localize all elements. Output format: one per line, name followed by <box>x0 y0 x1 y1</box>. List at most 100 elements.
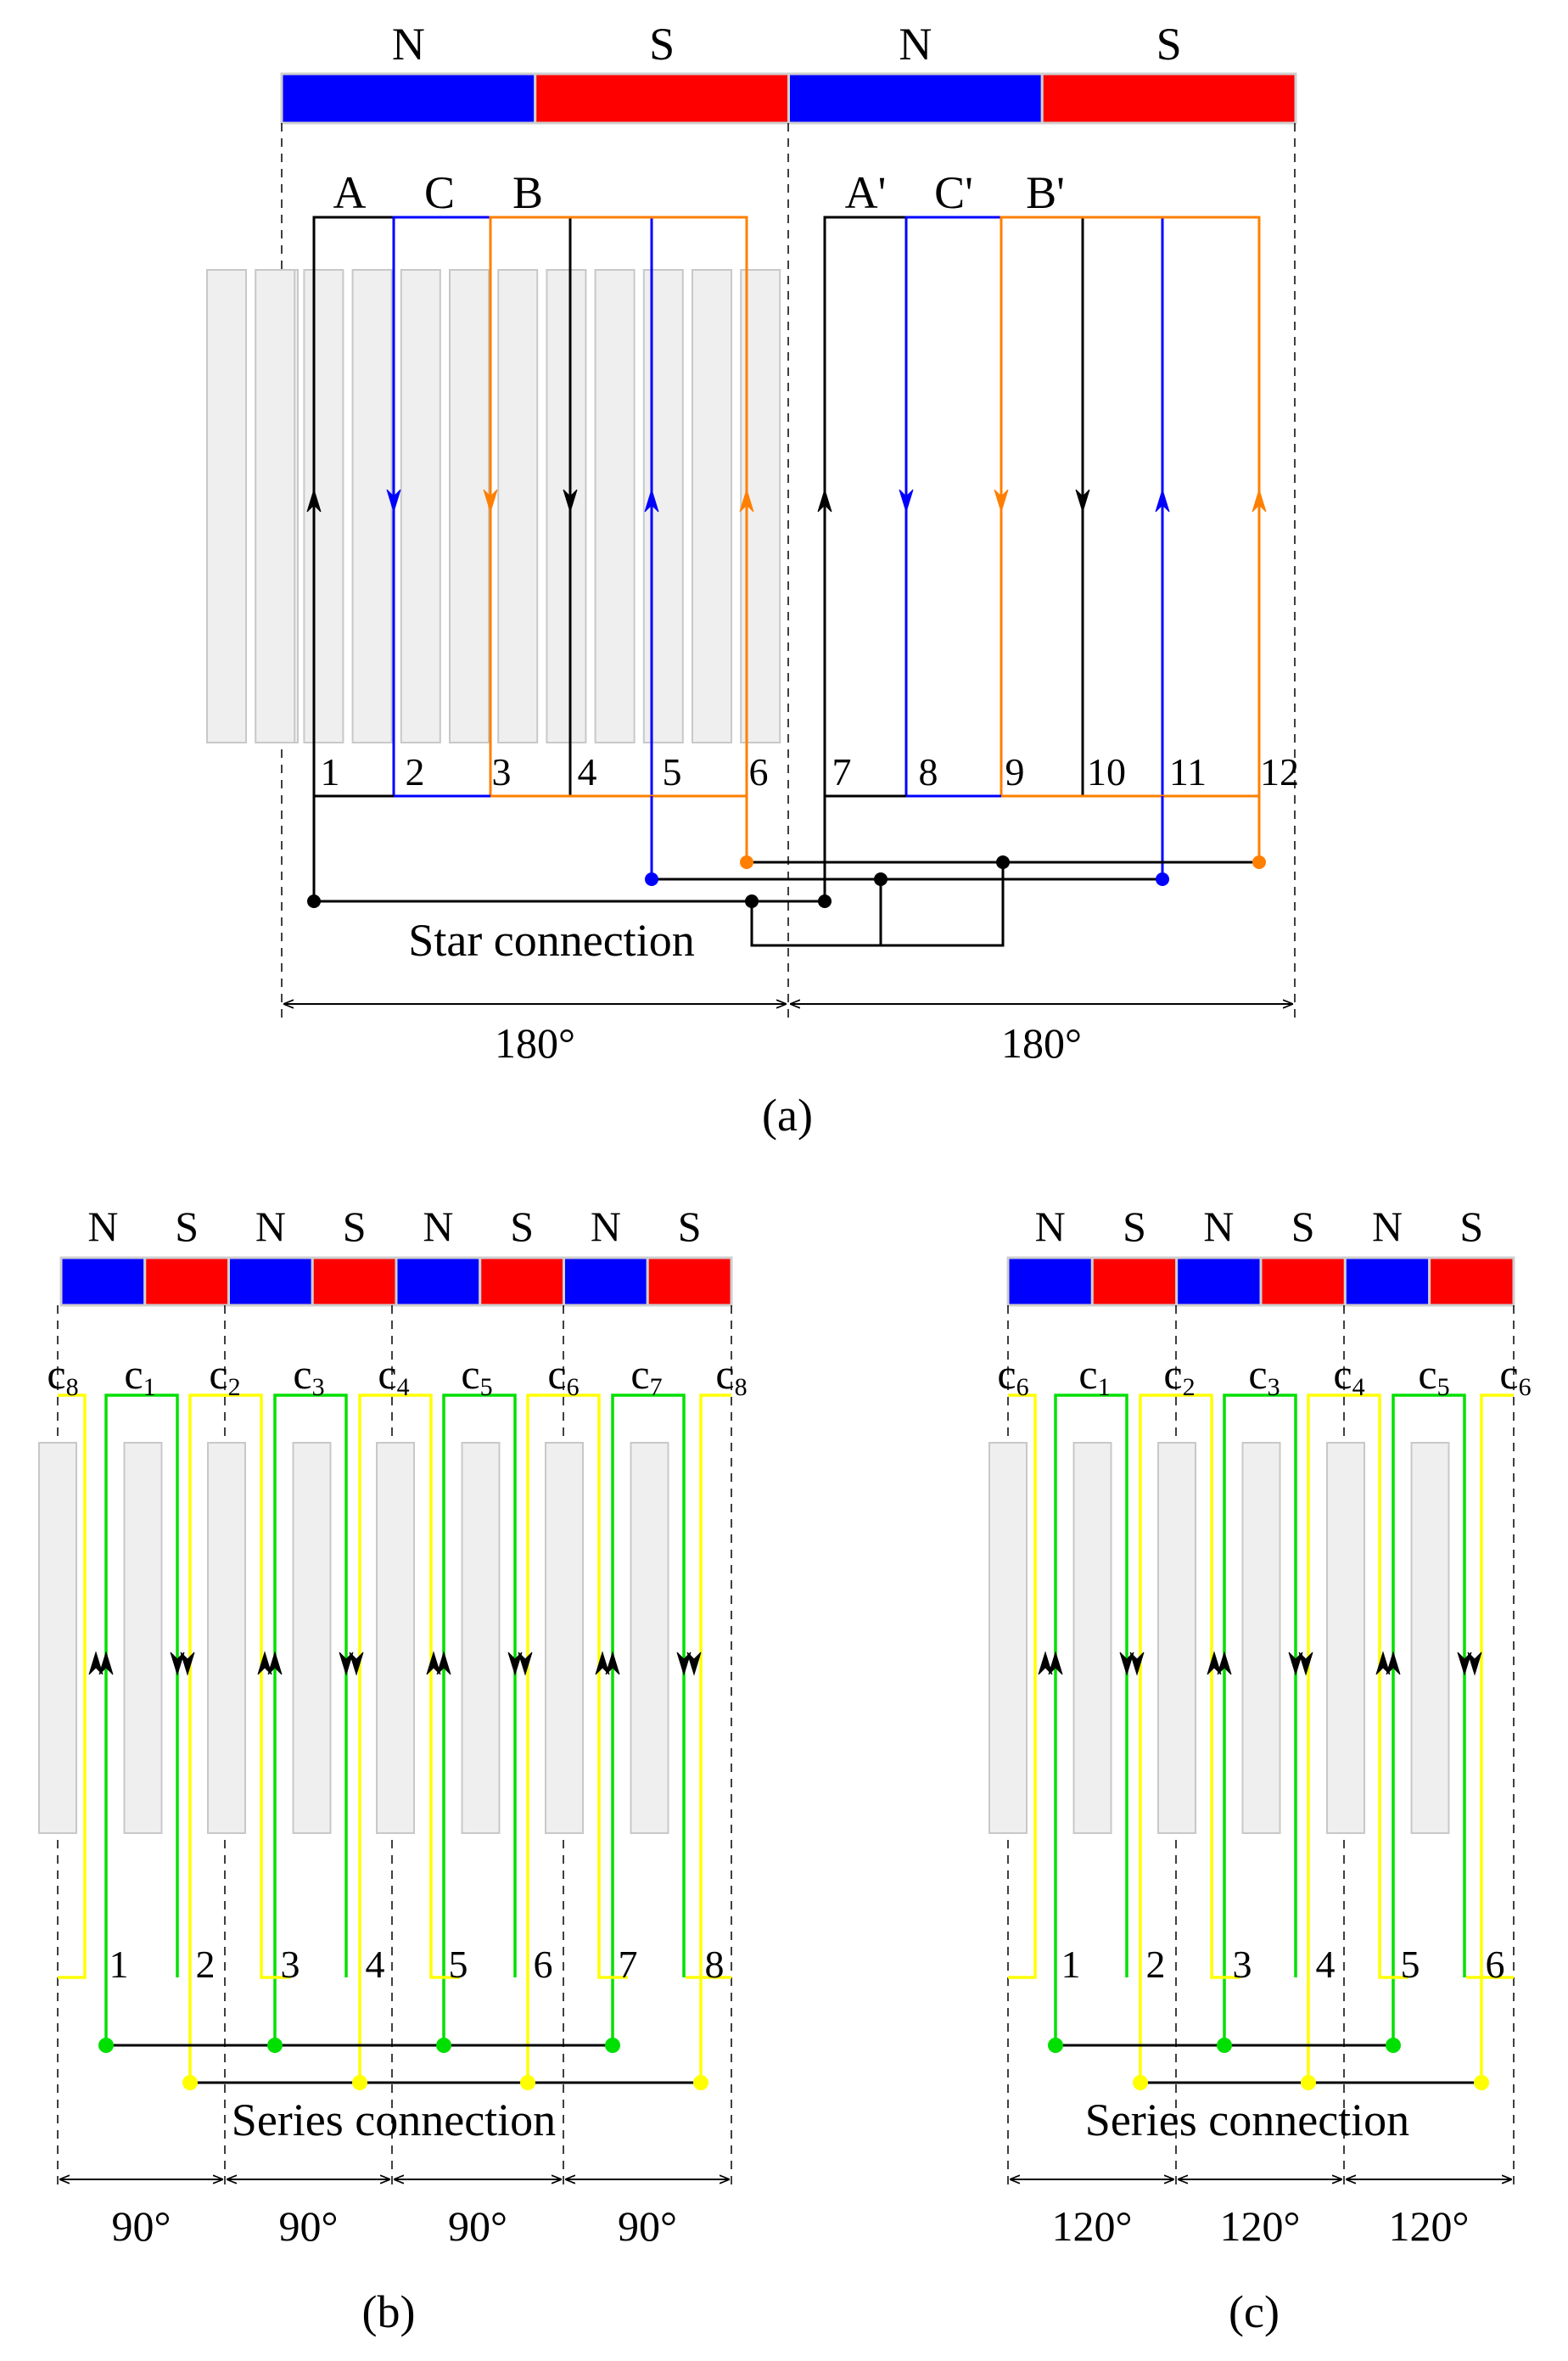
panel-b-coil-label: c3 <box>293 1350 324 1401</box>
panel-a-junction-dot-icon <box>1252 855 1266 869</box>
panel-b-coil-odd <box>611 1394 686 2045</box>
panel-a-slot-number: 5 <box>663 750 682 794</box>
panel-b-slot-number: 8 <box>705 1943 725 1986</box>
panel-a-current-arrow-icon <box>644 488 659 513</box>
panel-b-stator-tooth <box>38 1442 77 1834</box>
panel-b-stator-tooth <box>292 1442 332 1834</box>
panel-b-junction-dot-icon <box>693 2075 708 2090</box>
panel-c-pole-label-n: N <box>1203 1203 1234 1250</box>
panel-b-coil-even <box>526 1394 628 2083</box>
panel-a-stator-tooth <box>351 269 393 743</box>
panel-b-slot-number: 1 <box>109 1943 129 1986</box>
panel-c-slot-number: 2 <box>1146 1943 1166 1986</box>
panel-c-current-arrow-icon <box>1207 1651 1222 1675</box>
panel-b-pole-label-s: S <box>175 1203 199 1250</box>
panel-b-span-dimension-label: 90° <box>618 2202 677 2250</box>
panel-a-stator-tooth <box>594 269 636 743</box>
panel-c-span-dimension-label: 120° <box>1220 2202 1301 2250</box>
panel-a-pole-segment-n <box>280 72 537 125</box>
panel-c-pole-label-n: N <box>1372 1203 1403 1250</box>
panel-a-slot-number: 12 <box>1260 750 1299 794</box>
panel-b-slot-number: 3 <box>281 1943 300 1986</box>
panel-a-slot-number: 2 <box>406 750 425 794</box>
panel-c-current-arrow-icon <box>1048 1651 1063 1675</box>
panel-b-span-dimension-label: 90° <box>279 2202 339 2250</box>
panel-c-coil-odd <box>1392 1394 1466 2045</box>
panel-b-connection-label: Series connection <box>232 2095 556 2145</box>
panel-a-phase-label: A' <box>845 167 887 218</box>
panel-b-slot-number: 4 <box>366 1943 385 1986</box>
panel-a-stator-tooth <box>692 269 732 743</box>
panel-a-current-arrow-icon <box>1155 488 1170 513</box>
panel-b-current-arrow-icon <box>436 1651 451 1675</box>
panel-c-pole-label-n: N <box>1035 1203 1066 1250</box>
panel-c-slot-number: 6 <box>1486 1943 1505 1986</box>
panel-b-junction-dot-icon <box>436 2038 451 2053</box>
panel-b-coil-label: c8 <box>47 1350 78 1401</box>
panel-a-pole-segment-n <box>787 72 1044 125</box>
panel-c-current-arrow-icon <box>1038 1651 1053 1675</box>
panel-a-caption: (a) <box>762 1090 813 1141</box>
panel-c-pole-segment-s <box>1428 1256 1515 1307</box>
panel-a-current-arrow-icon <box>994 489 1009 513</box>
panel-b-stator-tooth <box>123 1442 163 1834</box>
panel-a-coil-phase-a-prime <box>823 216 1084 796</box>
panel-b-current-arrow-icon <box>257 1651 272 1675</box>
panel-b-pole-label-n: N <box>423 1203 453 1250</box>
panel-a-pole-label-s: S <box>649 19 675 70</box>
panel-b-pole-segment-s <box>479 1256 565 1307</box>
panel-a-current-arrow-icon <box>739 488 754 513</box>
panel-c-pole-segment-n <box>1006 1256 1094 1307</box>
panel-a-slot-number: 10 <box>1087 750 1126 794</box>
panel-c-slot-number: 3 <box>1233 1943 1252 1986</box>
panel-c-coil-even-wrap <box>1008 1394 1037 1979</box>
panel-a-junction-dot-icon <box>996 855 1010 869</box>
panel-b-stator-tooth <box>376 1442 415 1834</box>
panel-b-stator-tooth <box>461 1442 501 1834</box>
panel-c-current-arrow-icon <box>1386 1651 1401 1675</box>
panel-c-coil-label: c6 <box>997 1350 1028 1401</box>
panel-c-junction-dot-icon <box>1301 2075 1316 2090</box>
panel-a-current-arrow-icon <box>899 489 914 513</box>
panel-a-junction-dot-icon <box>307 894 321 908</box>
panel-b-slot-number: 2 <box>196 1943 216 1986</box>
panel-c-pole-label-s: S <box>1291 1203 1315 1250</box>
panel-a-slot-number: 6 <box>749 750 769 794</box>
panel-a-pole-segment-s <box>1040 72 1297 125</box>
panel-a-slot-number: 3 <box>492 750 512 794</box>
panel-b-span-dimension-label: 90° <box>112 2202 171 2250</box>
panel-b-stator-tooth <box>630 1442 669 1834</box>
panel-a-junction-dot-icon <box>745 894 759 908</box>
panel-a-current-arrow-icon <box>306 488 322 513</box>
panel-c-slot-number: 1 <box>1061 1943 1081 1986</box>
panel-a-slot-number: 9 <box>1005 750 1025 794</box>
panel-c-coil-label: c4 <box>1333 1350 1364 1401</box>
panel-c-junction-dot-icon <box>1474 2075 1489 2090</box>
panel-b-pole-segment-s <box>143 1256 230 1307</box>
panel-c-coil-even <box>1307 1394 1408 2083</box>
panel-b-slot-number: 6 <box>534 1943 553 1986</box>
panel-c-span-dimension-label: 120° <box>1389 2202 1470 2250</box>
panel-c-coil-label: c6 <box>1499 1350 1531 1401</box>
panel-a-stator-tooth <box>255 269 296 743</box>
panel-a-stator-tooth <box>400 269 441 743</box>
panel-b-current-arrow-icon <box>686 1652 702 1676</box>
panel-b-caption: (b) <box>362 2286 416 2337</box>
panel-c-stator-tooth <box>1241 1442 1281 1834</box>
panel-a-phase-label: A <box>333 167 367 218</box>
panel-b-pole-label-n: N <box>591 1203 621 1250</box>
panel-a-current-arrow-icon <box>1075 489 1090 513</box>
panel-a-pole-segment-s <box>534 72 790 125</box>
panel-c-current-arrow-icon <box>1129 1652 1145 1676</box>
panel-c-span-dimension-label: 120° <box>1052 2202 1133 2250</box>
panel-b-current-arrow-icon <box>349 1652 364 1676</box>
panel-b-current-arrow-icon <box>267 1651 283 1675</box>
panel-c-junction-dot-icon <box>1133 2075 1148 2090</box>
panel-c-pole-segment-n <box>1343 1256 1431 1307</box>
panel-b-junction-dot-icon <box>352 2075 367 2090</box>
panel-a-coil-phase-b-prime <box>1000 216 1261 796</box>
panel-a-connection-label: Star connection <box>408 915 694 966</box>
panel-c-stator-tooth <box>1410 1442 1450 1834</box>
